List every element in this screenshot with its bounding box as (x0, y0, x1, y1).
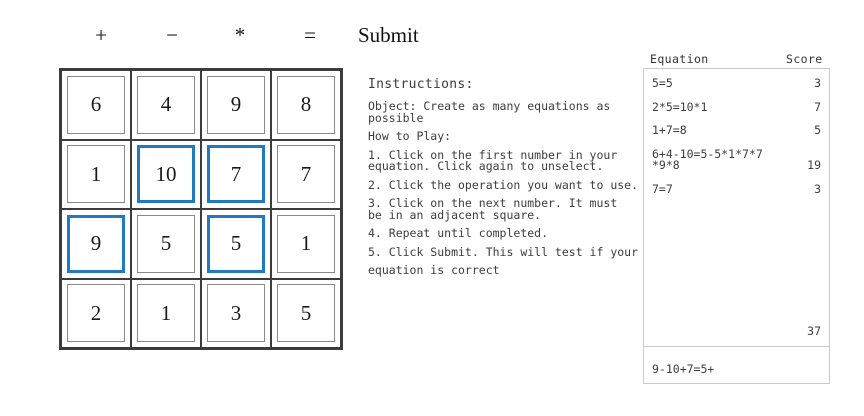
score-value: 3 (814, 76, 821, 90)
equation-text: 1+7=8 (652, 123, 687, 137)
score-value: 19 (807, 158, 821, 172)
score-row: 7=7 3 (652, 181, 821, 196)
operator-plus-button[interactable]: + (95, 23, 107, 47)
score-row: 6+4-10=5-5*1*7*7 *9*8 19 (652, 146, 821, 172)
number-square[interactable]: 3 (207, 284, 265, 343)
total-score: 37 (807, 324, 821, 338)
grid-cell: 9 (61, 209, 131, 279)
instructions-step-3: 3. Click on the next number. It must be … (368, 196, 618, 222)
instructions-step-1: 1. Click on the first number in your equ… (368, 147, 618, 173)
grid-cell: 3 (201, 278, 271, 348)
current-equation-text: 9-10+7=5+ (652, 362, 715, 376)
instructions-how-to-play: How to Play: (368, 129, 452, 143)
grid-cell: 5 (271, 278, 341, 348)
number-square-selected[interactable]: 9 (67, 214, 125, 273)
operator-times-button[interactable]: * (234, 23, 246, 47)
operator-equals-button[interactable]: = (304, 23, 316, 47)
grid-cell: 2 (61, 278, 131, 348)
instructions-object: Object: Create as many equations as poss… (368, 99, 611, 125)
grid-cell: 1 (131, 278, 201, 348)
score-value: 3 (814, 181, 821, 196)
current-equation-box: 9-10+7=5+ (643, 346, 830, 384)
number-square[interactable]: 9 (207, 75, 265, 134)
instructions-title: Instructions: (368, 77, 474, 92)
grid-cell: 10 (131, 139, 201, 209)
number-square[interactable]: 2 (67, 284, 125, 343)
grid-cell: 1 (61, 139, 131, 209)
score-value: 7 (814, 99, 821, 114)
grid-cell: 6 (61, 70, 131, 140)
number-square[interactable]: 5 (137, 214, 195, 273)
score-value: 5 (814, 123, 821, 137)
score-column-header: Score (786, 52, 823, 66)
instructions-step-5: 5. Click Submit. This will test if your (368, 244, 639, 259)
grid-cell: 9 (201, 70, 271, 140)
operator-minus-button[interactable]: − (166, 23, 178, 47)
instructions-step-2: 2. Click the operation you want to use. (368, 177, 639, 192)
grid-cell: 5 (131, 209, 201, 279)
number-square[interactable]: 1 (277, 214, 335, 273)
instructions-panel: Instructions: Object: Create as many equ… (368, 77, 646, 284)
score-row: 5=5 3 (652, 76, 821, 90)
number-square[interactable]: 1 (137, 284, 195, 343)
number-square-selected[interactable]: 7 (207, 145, 265, 204)
grid-cell: 4 (131, 70, 201, 140)
submit-button[interactable]: Submit (358, 23, 419, 47)
number-square[interactable]: 8 (277, 75, 335, 134)
grid-cell: 1 (271, 209, 341, 279)
number-square[interactable]: 5 (277, 284, 335, 343)
number-square[interactable]: 6 (67, 75, 125, 134)
number-square-selected[interactable]: 5 (207, 214, 265, 273)
score-row: 1+7=8 5 (652, 123, 821, 137)
number-square[interactable]: 7 (277, 145, 335, 204)
grid-cell: 8 (271, 70, 341, 140)
grid-cell: 7 (271, 139, 341, 209)
equation-text: 2*5=10*1 (652, 99, 708, 114)
number-square-selected[interactable]: 10 (137, 145, 195, 204)
instructions-step-4: 4. Repeat until completed. (368, 226, 549, 240)
number-square[interactable]: 1 (67, 145, 125, 204)
equation-text: 6+4-10=5-5*1*7*7 *9*8 (652, 146, 763, 172)
equation-text: 5=5 (652, 76, 673, 90)
score-row: 2*5=10*1 7 (652, 99, 821, 114)
number-grid: 6 4 9 8 1 10 7 7 9 5 5 1 2 1 3 5 (59, 68, 343, 350)
grid-cell: 5 (201, 209, 271, 279)
number-square[interactable]: 4 (137, 75, 195, 134)
equation-text: 7=7 (652, 181, 673, 196)
scoreboard-list: 5=5 3 2*5=10*1 7 1+7=8 5 6+4-10=5-5*1*7*… (643, 68, 830, 347)
grid-cell: 7 (201, 139, 271, 209)
equation-column-header: Equation (650, 52, 709, 66)
instructions-footer: equation is correct (368, 263, 500, 277)
